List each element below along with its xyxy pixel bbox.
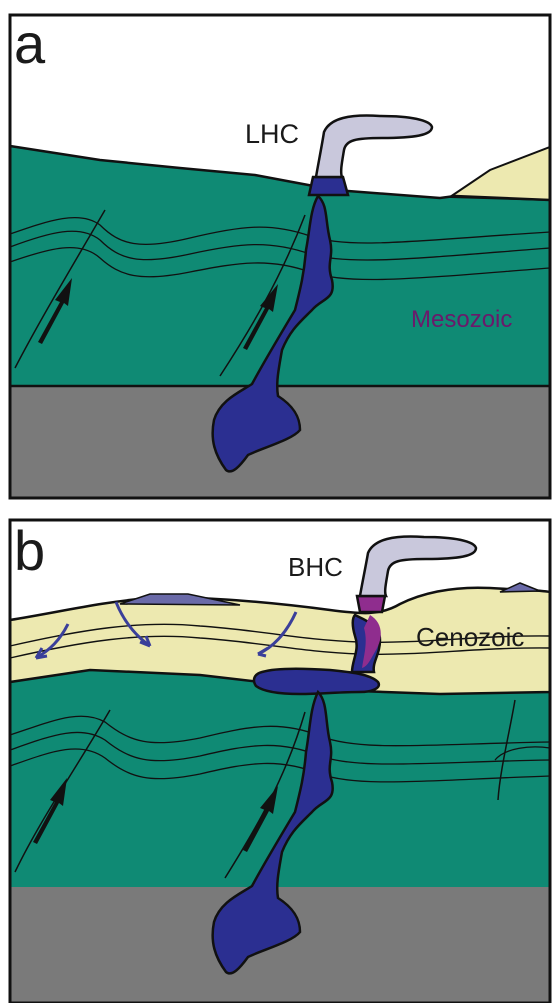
panel-letter-b: b (14, 519, 45, 582)
volcanic-vent-a (309, 177, 348, 195)
volcano-label-a: LHC (245, 119, 299, 149)
unit-label-mesozoic: Mesozoic (411, 306, 512, 333)
volcano-label-b: BHC (288, 552, 343, 582)
panel-a: a LHC Mesozoic (10, 12, 550, 498)
volcanic-vent-b (357, 596, 385, 612)
unit-label-cenozoic: Cenozoic (416, 622, 524, 652)
panel-b: b BHC Cenozoic (10, 519, 550, 1003)
panel-letter-a: a (14, 12, 46, 75)
